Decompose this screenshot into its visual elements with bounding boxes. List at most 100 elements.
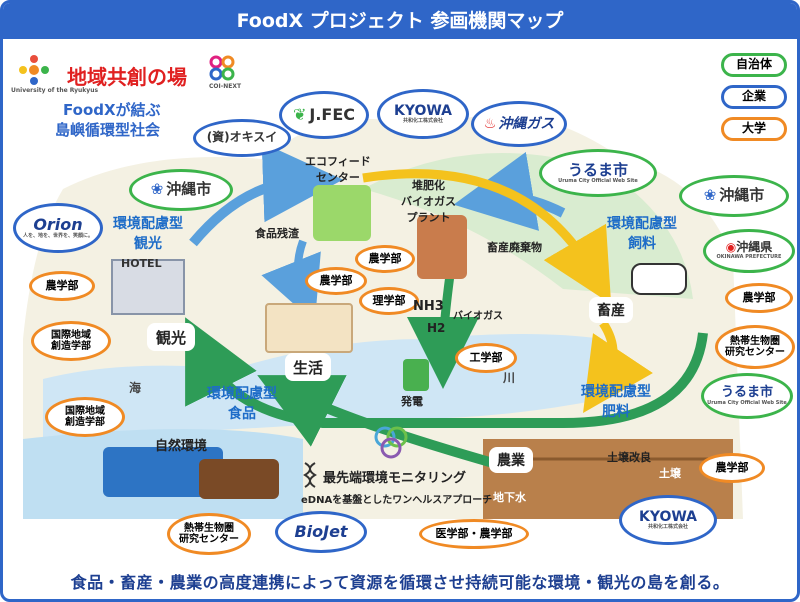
okinawa-gas-bubble: ♨ 沖縄ガス — [471, 101, 567, 147]
cycle-arrows — [185, 142, 708, 468]
uni-agri-3: 農学部 — [355, 245, 415, 273]
coi-caption: COI-NEXT — [209, 83, 242, 90]
brand-title: 地域共創の場 — [67, 65, 187, 89]
uruma-1-caption: Uruma City Official Web Site — [558, 177, 638, 184]
okinawa-pref-mark-icon: ◉ — [725, 240, 737, 255]
eco-center-label: エコフィード センター — [305, 155, 371, 184]
groundwater-label: 地下水 — [493, 491, 526, 504]
uni-agri-2: 農学部 — [305, 267, 367, 295]
houses-illustration — [265, 303, 353, 353]
okinawa-city-bubble-2: ❀ 沖縄市 — [679, 175, 789, 217]
arrow-farm-to-food — [257, 375, 495, 468]
soil-label: 土壌 — [659, 467, 681, 480]
uni-agri-1: 農学部 — [29, 271, 95, 301]
dna-icon — [303, 462, 317, 488]
agriculture-card: 農業 — [489, 447, 533, 473]
uruma-city-bubble-2: うるま市 Uruma City Official Web Site — [701, 373, 793, 419]
eco-food-label: 環境配慮型 食品 — [207, 386, 277, 422]
compost-plant-label: 堆肥化 バイオガス プラント — [401, 179, 456, 224]
uruma-city-bubble-1: うるま市 Uruma City Official Web Site — [539, 149, 657, 197]
legend-gov: 自治体 — [721, 53, 787, 77]
food-waste-label: 食品残渣 — [255, 227, 299, 240]
legend-company: 企業 — [721, 85, 787, 109]
hotel-building — [111, 259, 185, 315]
legend-university: 大学 — [721, 117, 787, 141]
uni-tropical-1: 熱帯生物圏 研究センター — [167, 513, 251, 555]
sea-label: 海 — [129, 381, 142, 395]
biogas-label: バイオガス — [453, 311, 503, 322]
nh3-label: NH3 — [413, 299, 444, 314]
edna-label: eDNAを基盤としたワンヘルスアプローチ — [301, 495, 493, 506]
okisui-bubble: (資)オキスイ — [193, 119, 291, 157]
nature-label: 自然環境 — [155, 439, 208, 454]
h2-label: H2 — [427, 321, 446, 335]
kyowa-bottom-caption: 共和化工株式会社 — [647, 524, 688, 531]
cow-illustration — [631, 263, 687, 295]
uruma-2-caption: Uruma City Official Web Site — [707, 399, 787, 406]
okinawa-city-2-label: 沖縄市 — [719, 186, 765, 205]
okinawa-city-bubble-1: ❀ 沖縄市 — [129, 169, 233, 211]
okinawa-pref-bubble: ◉沖縄県 OKINAWA PREFECTURE — [703, 229, 795, 273]
biojet-bubble: BioJet — [275, 511, 367, 553]
eco-center-building — [313, 185, 371, 241]
okinawa-pref-label: ◉沖縄県 — [725, 240, 773, 255]
arrow-hotel-to-eco-center — [189, 142, 343, 247]
jfec-bubble: ❦ J.FEC — [279, 91, 369, 139]
okinawa-city-mark-icon-2: ❀ — [703, 186, 717, 205]
uruma-2-label: うるま市 — [720, 384, 773, 400]
tourism-card: 観光 — [147, 323, 195, 351]
coi-logo-icon — [209, 55, 235, 81]
okinawa-gas-label: 沖縄ガス — [498, 115, 555, 132]
soil-improve-label: 土壌改良 — [607, 451, 651, 464]
life-card: 生活 — [285, 353, 331, 381]
orion-bubble: Orion 人を、地を、世界を、笑顔に。 — [13, 203, 103, 253]
eco-fertilizer-label: 環境配慮型 肥料 — [581, 384, 651, 420]
livestock-card: 畜産 — [589, 297, 633, 323]
tagline-line2: 島嶼循環型社会 — [55, 121, 161, 139]
footer-statement: 食品・畜産・農業の高度連携によって資源を循環させ持続可能な環境・観光の島を創る。 — [70, 573, 730, 592]
livestock-waste-label: 畜産廃棄物 — [487, 241, 542, 254]
arrow-life-to-center — [261, 239, 321, 323]
power-label: 発電 — [401, 395, 423, 408]
arrow-farm-to-tourism — [185, 317, 708, 429]
orion-logo: Orion — [33, 214, 83, 234]
kyowa-top-caption: 共和化工株式会社 — [402, 118, 443, 125]
uni-science: 理学部 — [359, 287, 419, 315]
arrow-center-to-livestock — [362, 169, 612, 305]
mangrove-illustration — [199, 459, 279, 499]
okinawa-pref-caption: OKINAWA PREFECTURE — [716, 254, 782, 261]
okinawa-pref-text: 沖縄県 — [736, 240, 773, 255]
kyowa-top-logo: KYOWA — [393, 103, 453, 120]
power-unit — [403, 359, 429, 391]
university-caption: University of the Ryukyus — [11, 87, 99, 94]
uni-tropical-2: 熱帯生物圏 研究センター — [715, 325, 795, 369]
kyowa-top-bubble: KYOWA 共和化工株式会社 — [377, 89, 469, 139]
eco-feed-label: 環境配慮型 飼料 — [607, 216, 677, 252]
eco-tourism-label: 環境配慮型 観光 — [113, 216, 183, 252]
one-health-icon — [374, 426, 408, 459]
uni-intl-2: 国際地域 創造学部 — [45, 397, 125, 437]
tagline-line1: FoodXが結ぶ — [63, 101, 161, 119]
orion-caption: 人を、地を、世界を、笑顔に。 — [22, 233, 93, 240]
compost-plant-building — [417, 215, 467, 279]
arrow-livestock-to-fertilizer — [583, 320, 653, 413]
page-title: FoodX プロジェクト 参画機関マップ — [3, 3, 797, 39]
okinawa-city-mark-icon: ❀ — [150, 180, 164, 199]
kyowa-bottom-bubble: KYOWA 共和化工株式会社 — [619, 495, 717, 545]
monitoring-label: 最先端環境モニタリング — [323, 471, 467, 486]
jfec-label: J.FEC — [309, 104, 356, 124]
jfec-leaf-icon: ❦ — [292, 104, 307, 124]
uni-agri-4: 農学部 — [725, 283, 793, 313]
okinawa-gas-flame-icon: ♨ — [483, 115, 497, 132]
uni-agri-5: 農学部 — [699, 453, 765, 483]
okinawa-city-1-label: 沖縄市 — [166, 180, 212, 199]
river-label: 川 — [503, 371, 516, 385]
university-logo-icon — [19, 55, 49, 85]
uruma-1-label: うるま市 — [567, 160, 628, 179]
kyowa-bottom-logo: KYOWA — [638, 509, 698, 526]
uni-engineering: 工学部 — [455, 343, 517, 373]
uni-intl-1: 国際地域 創造学部 — [31, 321, 111, 361]
hotel-sign: HOTEL — [121, 257, 162, 270]
uni-med-agri: 医学部・農学部 — [419, 519, 529, 549]
